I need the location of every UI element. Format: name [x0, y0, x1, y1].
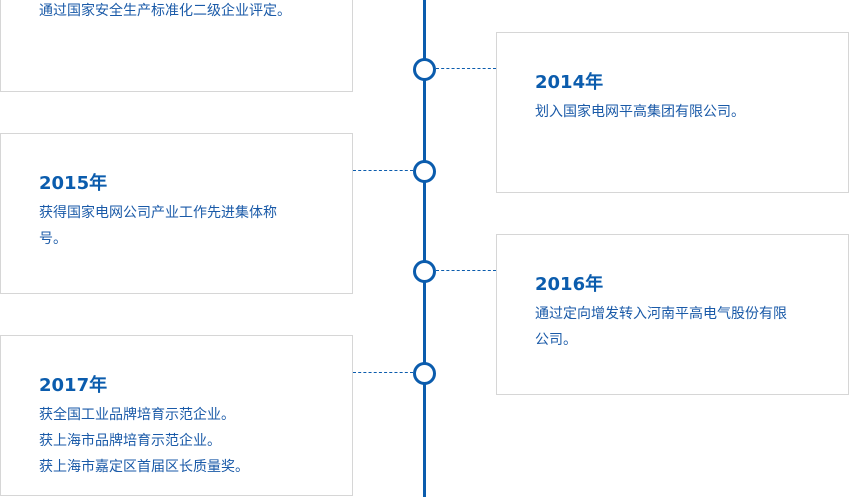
- event-line: 获上海市嘉定区首届区长质量奖。: [39, 459, 249, 475]
- connector-line: [353, 372, 413, 373]
- timeline-node[interactable]: [413, 160, 436, 183]
- timeline-node[interactable]: [413, 58, 436, 81]
- event-description: 划入国家电网平高集团有限公司。: [535, 104, 745, 120]
- timeline-card-2017: 2017年 获全国工业品牌培育示范企业。 获上海市品牌培育示范企业。 获上海市嘉…: [0, 335, 353, 496]
- event-description: 通过定向增发转入河南平高电气股份有限公司。: [535, 306, 787, 348]
- event-year: 2016年: [535, 274, 604, 295]
- timeline-card-2016: 2016年 通过定向增发转入河南平高电气股份有限公司。: [496, 234, 849, 395]
- event-year: 2017年: [39, 375, 108, 396]
- timeline-card-2015: 2015年 获得国家电网公司产业工作先进集体称号。: [0, 133, 353, 294]
- event-line: 获上海市品牌培育示范企业。: [39, 433, 221, 449]
- timeline-axis: [423, 0, 426, 497]
- connector-line: [436, 68, 496, 69]
- event-description: 获得国家电网公司产业工作先进集体称号。: [39, 205, 277, 247]
- timeline-node[interactable]: [413, 362, 436, 385]
- timeline-card-1: 通过国家安全生产标准化二级企业评定。: [0, 0, 353, 92]
- event-description: 获全国工业品牌培育示范企业。 获上海市品牌培育示范企业。 获上海市嘉定区首届区长…: [39, 402, 303, 480]
- connector-line: [436, 270, 496, 271]
- timeline-node[interactable]: [413, 260, 436, 283]
- event-year: 2014年: [535, 72, 604, 93]
- timeline-card-2014: 2014年 划入国家电网平高集团有限公司。: [496, 32, 849, 193]
- event-year: 2015年: [39, 173, 108, 194]
- event-line: 获全国工业品牌培育示范企业。: [39, 407, 235, 423]
- event-description: 通过国家安全生产标准化二级企业评定。: [39, 3, 291, 19]
- connector-line: [353, 170, 413, 171]
